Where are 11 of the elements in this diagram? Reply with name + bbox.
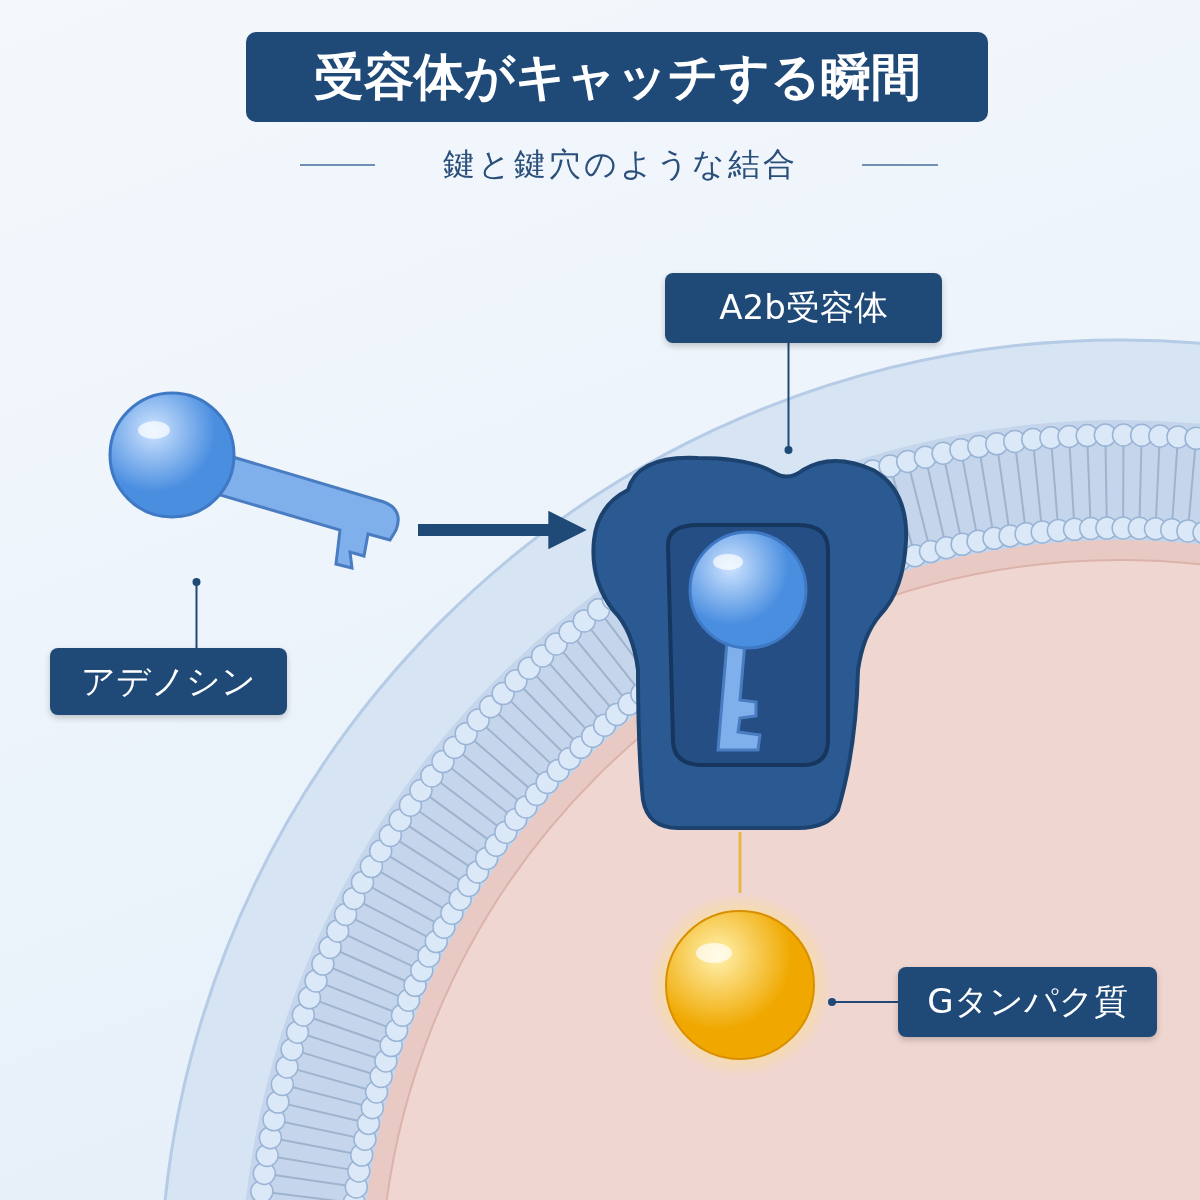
title: 受容体がキャッチする瞬間 [246, 32, 988, 122]
leader-line [784, 342, 793, 454]
leader-line [192, 578, 201, 649]
callout-label: Gタンパク質 [898, 967, 1157, 1037]
connector-line [738, 832, 742, 893]
sphere-drawing [648, 893, 832, 1077]
arrow [418, 510, 587, 550]
subtitle: 鍵と鍵穴のような結合 [441, 144, 799, 185]
callout-label: アデノシン [50, 648, 287, 715]
leader-line [828, 998, 899, 1006]
callout-label: A2b受容体 [665, 273, 942, 343]
